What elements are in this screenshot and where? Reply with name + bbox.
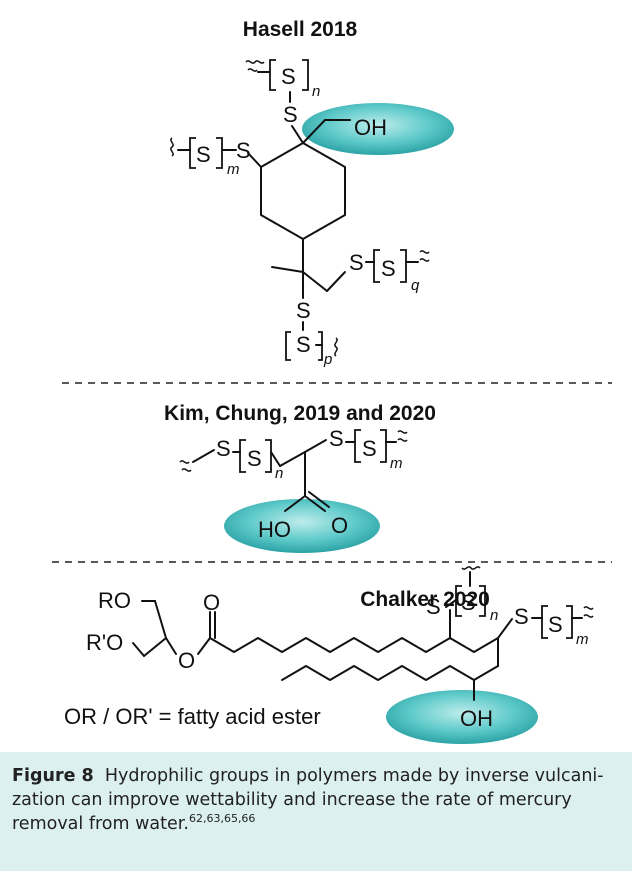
subscript-m-hasell: m	[227, 161, 240, 178]
bracket-left-right	[216, 137, 223, 169]
panel-hasell: Hasell 2018 S n S OH S S m S	[170, 18, 454, 368]
wavy-bond-top-2	[247, 68, 258, 72]
bracket-kim-m-left	[354, 429, 361, 463]
bracket-p-left	[285, 331, 291, 361]
fatty-chain	[209, 637, 499, 653]
atom-s-lower: S	[296, 298, 311, 323]
bracket-q-left	[373, 249, 380, 283]
bracket-top-right	[302, 59, 309, 91]
wavy-bond-kim-left	[179, 460, 192, 472]
highlight-ellipse-oh	[302, 103, 454, 155]
caption-refs: 62,63,65,66	[188, 812, 256, 826]
atom-ro: RO	[98, 588, 131, 613]
bracket-chalker-m-right	[566, 605, 573, 639]
atom-s-upper: S	[283, 102, 298, 127]
atom-s-kim-1: S	[216, 436, 231, 461]
atom-s-left-rep: S	[196, 142, 211, 167]
lower-alkyl-chain	[281, 665, 475, 681]
figure-diagram: Hasell 2018 S n S OH S S m S	[52, 18, 612, 744]
bracket-q-right	[400, 249, 407, 283]
panel-chalker: Chalker 2020 RO R'O O O S S n S S m	[64, 566, 594, 744]
atom-s-p-rep: S	[296, 332, 311, 357]
atom-oh-hasell: OH	[354, 115, 387, 140]
subscript-q: q	[411, 277, 420, 294]
highlight-ellipse-cooh	[224, 499, 380, 553]
subscript-n-top: n	[312, 83, 320, 100]
figure-caption: Figure 8 Hydrophilic groups in polymers …	[0, 752, 632, 871]
wavy-bond-chalker-right	[583, 606, 594, 618]
subscript-m-kim: m	[390, 455, 403, 472]
wavy-bond-top	[245, 60, 265, 64]
atom-ho-kim: HO	[258, 517, 291, 542]
panel-title-kim: Kim, Chung, 2019 and 2020	[164, 402, 436, 425]
atom-o-ester: O	[178, 648, 195, 673]
wavy-bond-left	[170, 137, 174, 157]
atom-s-kim-n-rep: S	[247, 446, 262, 471]
bracket-chalker-n-right	[479, 585, 486, 617]
bracket-p-right	[318, 331, 323, 361]
atom-s-top: S	[281, 64, 296, 89]
note-fatty-acid: OR / OR' = fatty acid ester	[64, 704, 321, 729]
panel-title-hasell: Hasell 2018	[243, 18, 358, 41]
bracket-left-left	[189, 137, 196, 169]
subscript-n-chalker: n	[490, 607, 498, 624]
atom-s-chalker-1: S	[426, 594, 441, 619]
atom-s-chalker-m-rep: S	[548, 612, 563, 637]
atom-s-chalker-n-rep: S	[461, 590, 476, 615]
atom-o-kim: O	[331, 513, 348, 538]
atom-oh-chalker: OH	[460, 706, 493, 731]
wavy-bond-kim-right	[397, 430, 408, 442]
subscript-n-kim: n	[275, 465, 283, 482]
caption-text: Hydrophilic groups in polymers made by i…	[12, 766, 604, 834]
panel-kim: Kim, Chung, 2019 and 2020 S S n S S m HO…	[164, 402, 436, 553]
atom-o-carbonyl: O	[203, 590, 220, 615]
wavy-bond-p	[334, 337, 338, 357]
bracket-kim-m-right	[380, 429, 387, 463]
highlight-ellipse-oh-chalker	[386, 690, 538, 744]
panel-title-chalker: Chalker 2020	[360, 588, 490, 611]
cyclohexane-ring	[260, 142, 346, 240]
atom-s-chalker-2: S	[514, 604, 529, 629]
subscript-p: p	[323, 351, 332, 368]
atom-s-q-rep: S	[381, 256, 396, 281]
atom-r-o: R'O	[86, 630, 123, 655]
bracket-kim-n-right	[265, 439, 272, 473]
atom-s-right-hasell: S	[349, 250, 364, 275]
caption-label: Figure 8	[12, 766, 94, 786]
atom-s-kim-m-rep: S	[362, 436, 377, 461]
bracket-chalker-m-left	[541, 605, 548, 639]
bracket-chalker-n-left	[455, 585, 462, 617]
bracket-top-left	[269, 59, 276, 91]
atom-s-left: S	[236, 138, 251, 163]
atom-s-kim-2: S	[329, 426, 344, 451]
bracket-kim-n-left	[239, 439, 246, 473]
subscript-m-chalker: m	[576, 631, 589, 648]
wavy-bond-chalker-top	[461, 566, 481, 570]
wavy-bond-q	[419, 250, 430, 262]
